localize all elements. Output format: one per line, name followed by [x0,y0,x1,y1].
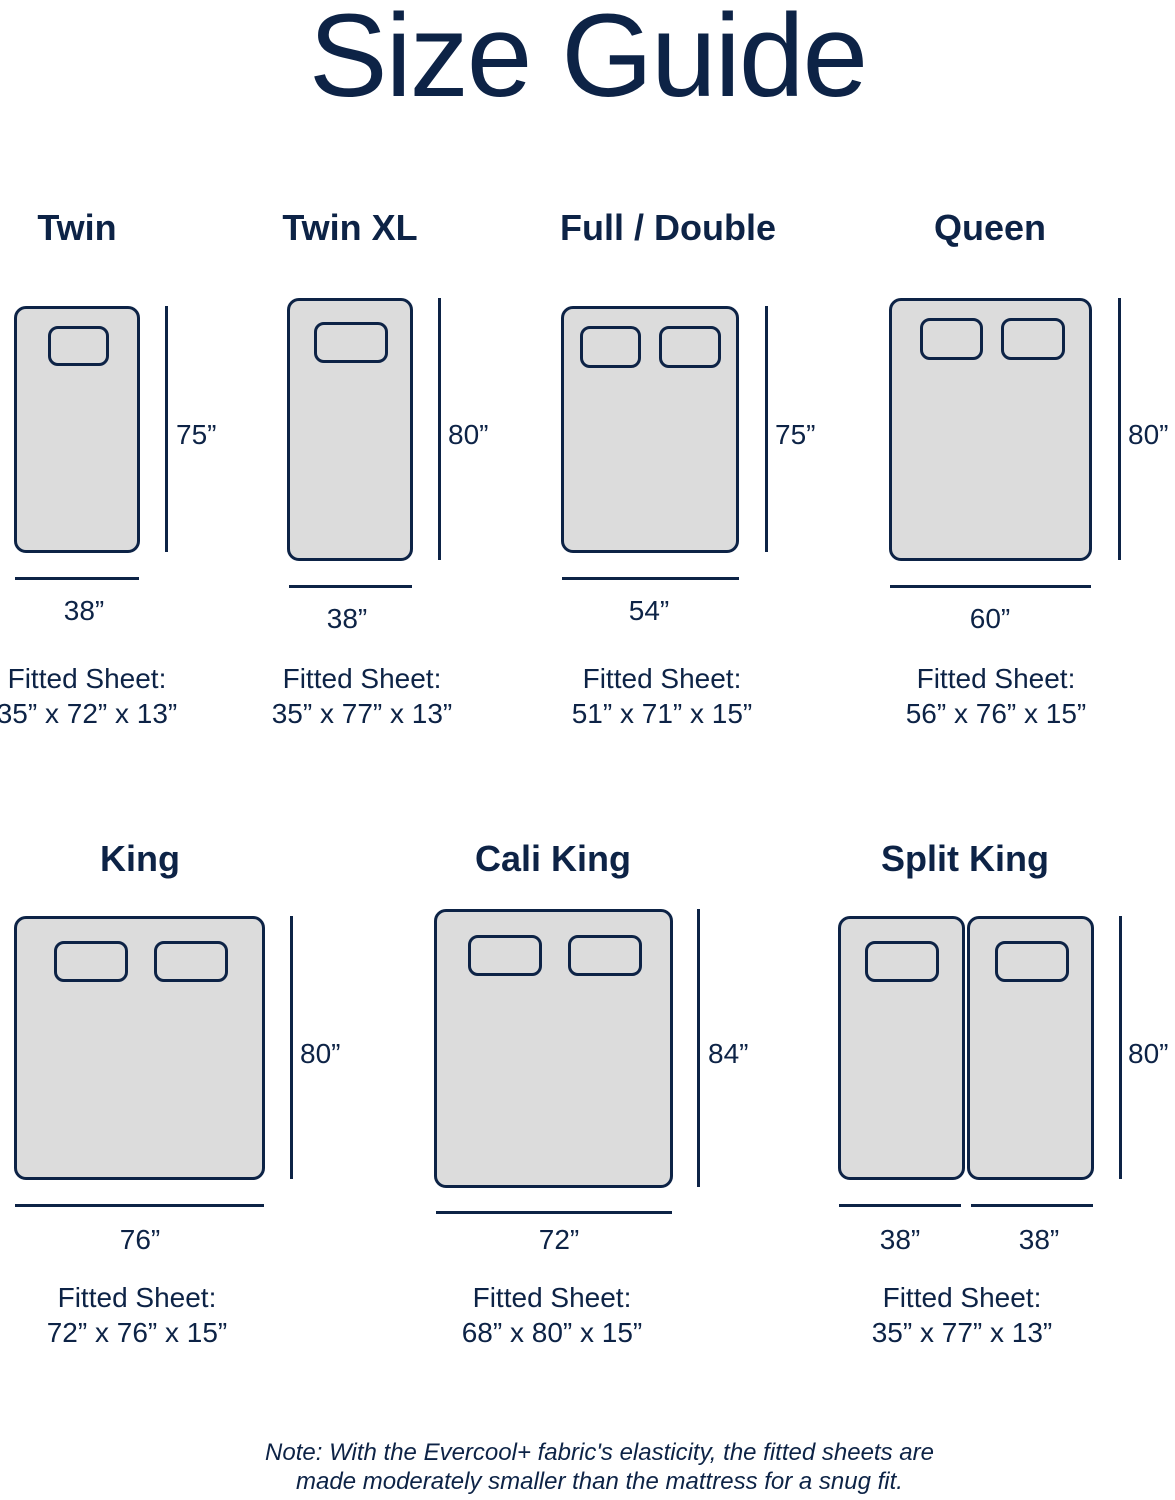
pillow-icon [1001,318,1065,360]
fitted-sheet-label: Fitted Sheet: [916,663,1076,694]
bed-name-king: King [100,838,180,879]
pillow-icon [468,935,542,976]
fitted-sheet-label: Fitted Sheet: [57,1282,217,1313]
mattress-split-king-left [838,916,965,1180]
width-line [15,577,139,580]
mattress-twin-xl [287,298,413,561]
pillow-icon [48,326,109,366]
length-line [165,306,168,552]
width-line-left [839,1204,961,1207]
length-label: 75” [775,419,816,450]
fitted-sheet-size: 56” x 76” x 15” [905,698,1087,729]
length-label: 75” [176,419,217,450]
mattress-split-king-right [967,916,1094,1180]
bed-name-full: Full / Double [560,207,776,248]
width-line [436,1211,672,1214]
fitted-sheet-twin-xl: Fitted Sheet: 35” x 77” x 13” [272,661,453,731]
width-label-left: 38” [879,1224,921,1255]
length-label: 80” [1128,1038,1169,1069]
fitted-sheet-full: Fitted Sheet: 51” x 71” x 15” [572,661,753,731]
fitted-sheet-label: Fitted Sheet: [582,663,742,694]
fitted-sheet-label: Fitted Sheet: [472,1282,632,1313]
footnote: Note: With the Evercool+ fabric's elasti… [0,1438,1175,1496]
length-label: 80” [448,419,489,450]
mattress-king [14,916,265,1180]
width-label: 72” [538,1224,580,1255]
fitted-sheet-size: 68” x 80” x 15” [461,1317,643,1348]
bed-name-queen: Queen [933,207,1047,248]
fitted-sheet-queen: Fitted Sheet: 56” x 76” x 15” [906,661,1087,731]
width-label: 38” [63,595,105,626]
page-title: Size Guide [308,0,868,122]
bed-name-twin-xl: Twin XL [282,207,418,248]
length-line [765,306,768,552]
length-line [290,916,293,1179]
pillow-icon [995,941,1069,982]
width-label: 60” [969,603,1011,634]
footnote-line-1: Note: With the Evercool+ fabric's elasti… [265,1439,934,1466]
fitted-sheet-label: Fitted Sheet: [882,1282,1042,1313]
width-line [890,585,1091,588]
bed-name-twin: Twin [37,207,117,248]
fitted-sheet-cali-king: Fitted Sheet: 68” x 80” x 15” [462,1280,643,1350]
fitted-sheet-size: 35” x 77” x 13” [271,698,453,729]
bed-name-split-king: Split King [881,838,1049,879]
length-line [438,298,441,560]
length-line [1118,298,1121,560]
width-label: 54” [628,595,670,626]
length-line [697,909,700,1187]
length-label: 80” [1128,419,1169,450]
width-line-right [971,1204,1093,1207]
width-line [289,585,412,588]
pillow-icon [154,941,228,982]
width-line [15,1204,264,1207]
pillow-icon [314,322,388,363]
pillow-icon [568,935,642,976]
pillow-icon [920,318,983,360]
fitted-sheet-twin: Fitted Sheet: 35” x 72” x 13” [0,661,177,731]
footnote-line-2: made moderately smaller than the mattres… [296,1468,903,1495]
pillow-icon [54,941,128,982]
fitted-sheet-size: 72” x 76” x 15” [46,1317,228,1348]
width-label: 38” [326,603,368,634]
width-label: 76” [119,1224,161,1255]
fitted-sheet-split-king: Fitted Sheet: 35” x 77” x 13” [872,1280,1053,1350]
fitted-sheet-label: Fitted Sheet: [282,663,442,694]
fitted-sheet-size: 35” x 72” x 13” [0,698,178,729]
bed-name-cali-king: Cali King [474,838,632,879]
fitted-sheet-size: 51” x 71” x 15” [571,698,753,729]
length-label: 84” [708,1038,749,1069]
pillow-icon [580,326,641,368]
width-label-right: 38” [1018,1224,1060,1255]
mattress-twin [14,306,140,553]
fitted-sheet-label: Fitted Sheet: [7,663,167,694]
fitted-sheet-king: Fitted Sheet: 72” x 76” x 15” [47,1280,228,1350]
length-label: 80” [300,1038,341,1069]
mattress-queen [889,298,1092,561]
fitted-sheet-size: 35” x 77” x 13” [871,1317,1053,1348]
pillow-icon [659,326,721,368]
mattress-cali-king [434,909,673,1188]
pillow-icon [865,941,939,982]
width-line [562,577,739,580]
mattress-full [561,306,739,553]
length-line [1119,916,1122,1179]
